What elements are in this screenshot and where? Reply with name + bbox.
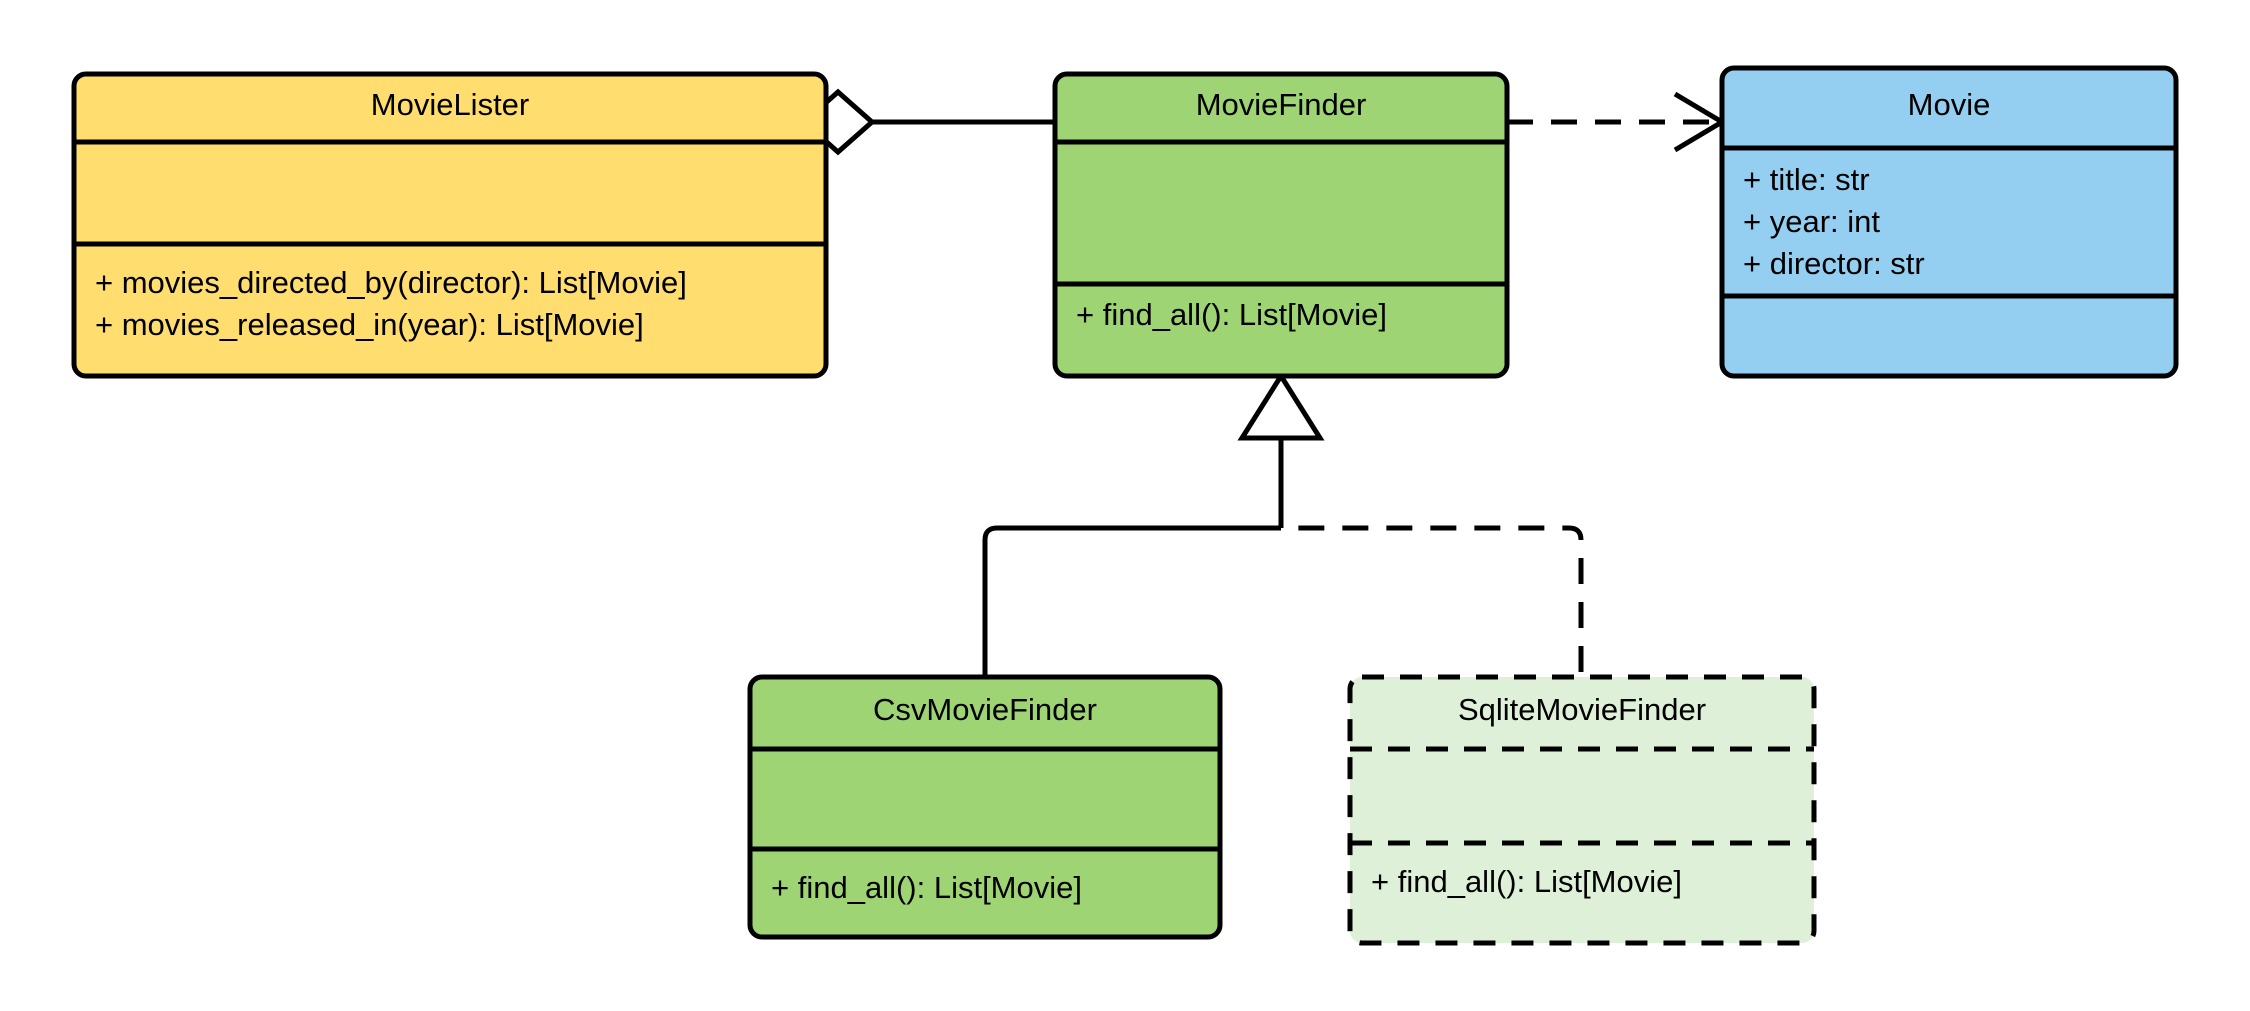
movie-lister-title: MovieLister	[371, 87, 530, 122]
movie-title: Movie	[1908, 87, 1991, 122]
movie-frame	[1719, 65, 2179, 379]
movie-finder-frame	[1052, 71, 1510, 379]
movie-lister-method-2: + movies_released_in(year): List[Movie]	[95, 307, 644, 342]
relationship-aggregation-lister-finder[interactable]	[800, 88, 1055, 156]
csv-movie-finder-frame	[747, 674, 1223, 940]
generalization-line-sqlite	[1281, 525, 1584, 936]
relationship-generalization-sqlite[interactable]	[1281, 525, 1584, 936]
relationship-generalization-csv[interactable]	[982, 525, 1281, 936]
relationship-dependency-finder-movie[interactable]	[1507, 91, 1727, 153]
movie-attribute-3: + director: str	[1743, 246, 1925, 281]
generalization-line-csv	[982, 525, 1281, 936]
sqlite-movie-finder-title: SqliteMovieFinder	[1458, 692, 1706, 727]
generalization-trunk	[1237, 371, 1325, 528]
csv-movie-finder-title: CsvMovieFinder	[873, 692, 1097, 727]
sqlite-movie-finder-frame	[1347, 674, 1817, 946]
hollow-triangle-icon	[1237, 371, 1325, 441]
movie-finder-method-1: + find_all(): List[Movie]	[1076, 297, 1387, 332]
class-box-sqlite-movie-finder[interactable]: SqliteMovieFinder + find_all(): List[Mov…	[1347, 674, 1817, 946]
movie-attribute-2: + year: int	[1743, 204, 1880, 239]
movie-attribute-1: + title: str	[1743, 162, 1870, 197]
sqlite-movie-finder-method-1: + find_all(): List[Movie]	[1371, 864, 1682, 899]
csv-movie-finder-method-1: + find_all(): List[Movie]	[771, 870, 1082, 905]
class-box-movie-finder[interactable]: MovieFinder + find_all(): List[Movie]	[1052, 71, 1510, 379]
movie-finder-title: MovieFinder	[1196, 87, 1367, 122]
class-box-csv-movie-finder[interactable]: CsvMovieFinder + find_all(): List[Movie]	[747, 674, 1223, 940]
movie-lister-frame	[71, 71, 829, 379]
class-box-movie[interactable]: Movie + title: str + year: int + directo…	[1719, 65, 2179, 379]
movie-lister-method-1: + movies_directed_by(director): List[Mov…	[95, 265, 687, 300]
class-box-movie-lister[interactable]: MovieLister + movies_directed_by(directo…	[71, 71, 829, 379]
